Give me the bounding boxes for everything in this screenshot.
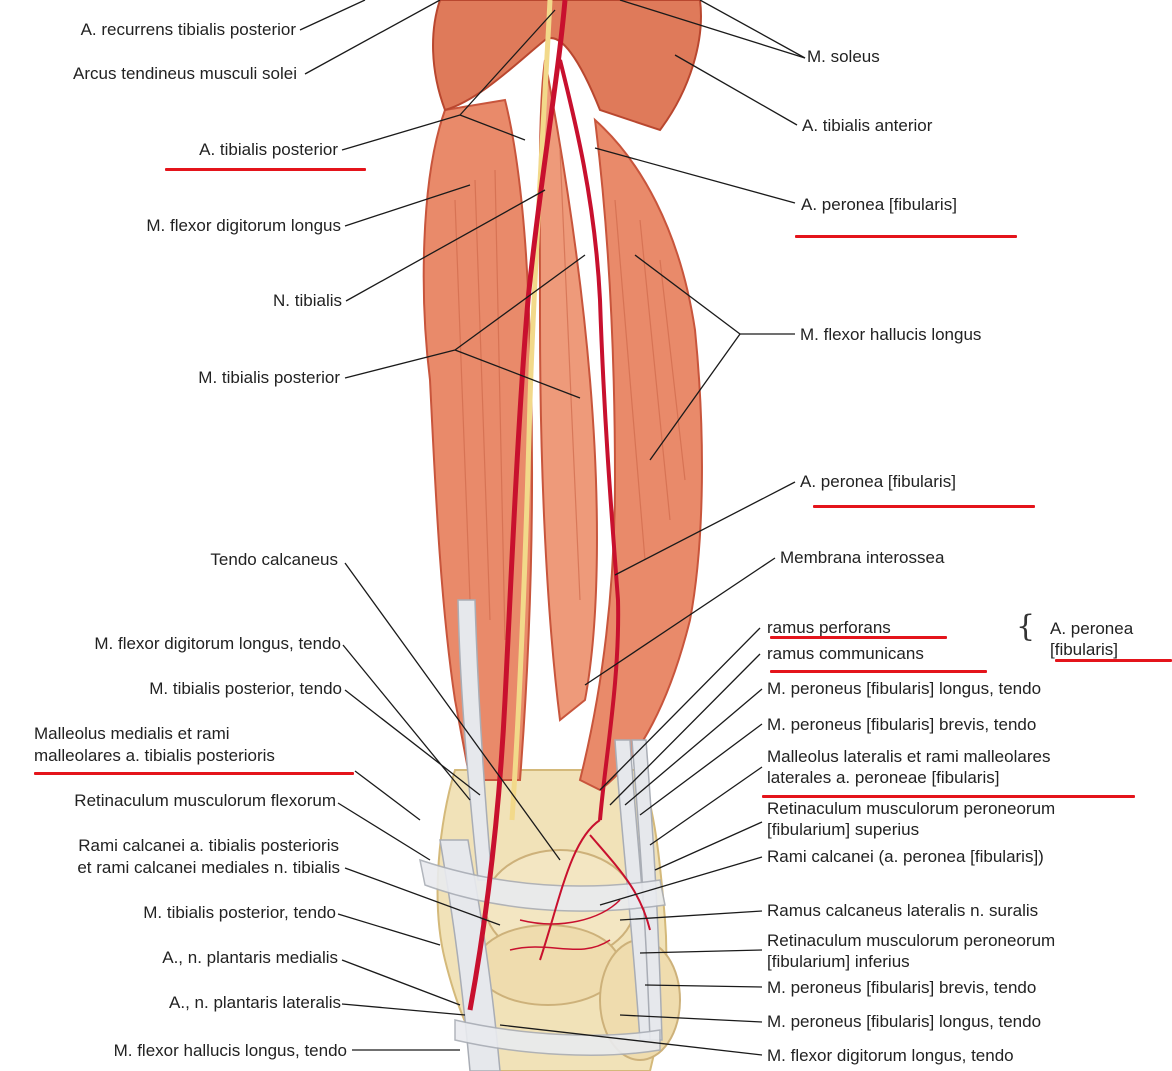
label-a-tibialis-anterior: A. tibialis anterior [802, 116, 933, 135]
label-a-tibialis-posterior: A. tibialis posterior [199, 140, 338, 159]
label-m-flexor-hallucis-longus: M. flexor hallucis longus [800, 325, 982, 344]
label-ramus-perforans: ramus perforans [767, 618, 891, 637]
label-malleolus-medialis-line-1: Malleolus medialis et rami [34, 724, 230, 743]
group-brace: { [1016, 609, 1036, 644]
label-retinaculum-musculorum-flexorum: Retinaculum musculorum flexorum [74, 791, 336, 810]
tendons [419, 599, 666, 1071]
label-a-peronea-lower: A. peronea [fibularis] [800, 472, 956, 491]
label-m-peroneus-brevis-tendo: M. peroneus [fibularis] brevis, tendo [767, 715, 1037, 734]
label-a-peronea-group-line-1: A. peronea [1050, 619, 1134, 638]
leader-lines [299, 0, 806, 1056]
highlight-underline [1055, 659, 1172, 662]
label-a-recurrens-tibialis-posterior: A. recurrens tibialis posterior [80, 20, 296, 39]
label-m-flexor-digitorum-longus-tendo: M. flexor digitorum longus, tendo [94, 634, 341, 653]
arteries [467, 0, 651, 1011]
label-m-soleus: M. soleus [807, 47, 880, 66]
label-m-peroneus-brevis-tendo-2: M. peroneus [fibularis] brevis, tendo [767, 978, 1037, 997]
label-retinaculum-inferius-line-2: [fibularium] inferius [767, 952, 910, 971]
label-rami-calcanei-line-2: et rami calcanei mediales n. tibialis [77, 858, 340, 877]
label-m-tibialis-posterior-tendo-2: M. tibialis posterior, tendo [143, 903, 336, 922]
label-m-peroneus-longus-tendo: M. peroneus [fibularis] longus, tendo [767, 679, 1042, 698]
label-arcus-tendineus-musculi-solei: Arcus tendineus musculi solei [73, 64, 297, 83]
label-a-n-plantaris-medialis: A., n. plantaris medialis [162, 948, 338, 967]
label-m-tibialis-posterior: M. tibialis posterior [198, 368, 340, 387]
tibial-nerve [509, 0, 553, 821]
label-tendo-calcaneus: Tendo calcaneus [210, 550, 338, 569]
label-membrana-interossea: Membrana interossea [780, 548, 945, 567]
highlight-underline [165, 168, 366, 171]
label-ramus-communicans: ramus communicans [767, 644, 924, 663]
label-a-peronea-group-line-2: [fibularis] [1050, 640, 1119, 659]
highlight-underline [770, 636, 947, 639]
label-a-peronea-upper: A. peronea [fibularis] [801, 195, 957, 214]
label-m-flexor-digitorum-longus-tendo-2: M. flexor digitorum longus, tendo [767, 1046, 1014, 1065]
highlight-underline [34, 772, 354, 775]
label-rami-calcanei-peronea: Rami calcanei (a. peronea [fibularis]) [767, 847, 1044, 866]
label-m-flexor-hallucis-longus-tendo: M. flexor hallucis longus, tendo [113, 1041, 347, 1060]
calf-muscles [422, 0, 703, 792]
label-m-peroneus-longus-tendo-2: M. peroneus [fibularis] longus, tendo [767, 1012, 1042, 1031]
label-m-flexor-digitorum-longus: M. flexor digitorum longus [146, 216, 341, 235]
label-malleolus-lateralis-line-2: laterales a. peroneae [fibularis] [767, 768, 1000, 787]
label-malleolus-medialis-line-2: malleolares a. tibialis posterioris [34, 746, 275, 765]
highlight-underline [762, 795, 1135, 798]
label-rami-calcanei-line-1: Rami calcanei a. tibialis posterioris [78, 836, 339, 855]
label-a-n-plantaris-lateralis: A., n. plantaris lateralis [169, 993, 341, 1012]
label-m-tibialis-posterior-tendo: M. tibialis posterior, tendo [149, 679, 342, 698]
label-retinaculum-superius-line-2: [fibularium] superius [767, 820, 920, 839]
highlight-underline [813, 505, 1035, 508]
label-retinaculum-inferius-line-1: Retinaculum musculorum peroneorum [767, 931, 1056, 950]
label-ramus-calcaneus-lateralis: Ramus calcaneus lateralis n. suralis [767, 901, 1039, 920]
label-n-tibialis: N. tibialis [273, 291, 342, 310]
label-retinaculum-superius-line-1: Retinaculum musculorum peroneorum [767, 799, 1056, 818]
label-malleolus-lateralis-line-1: Malleolus lateralis et rami malleolares [767, 747, 1051, 766]
highlight-underline [795, 235, 1017, 238]
highlight-underline [770, 670, 987, 673]
